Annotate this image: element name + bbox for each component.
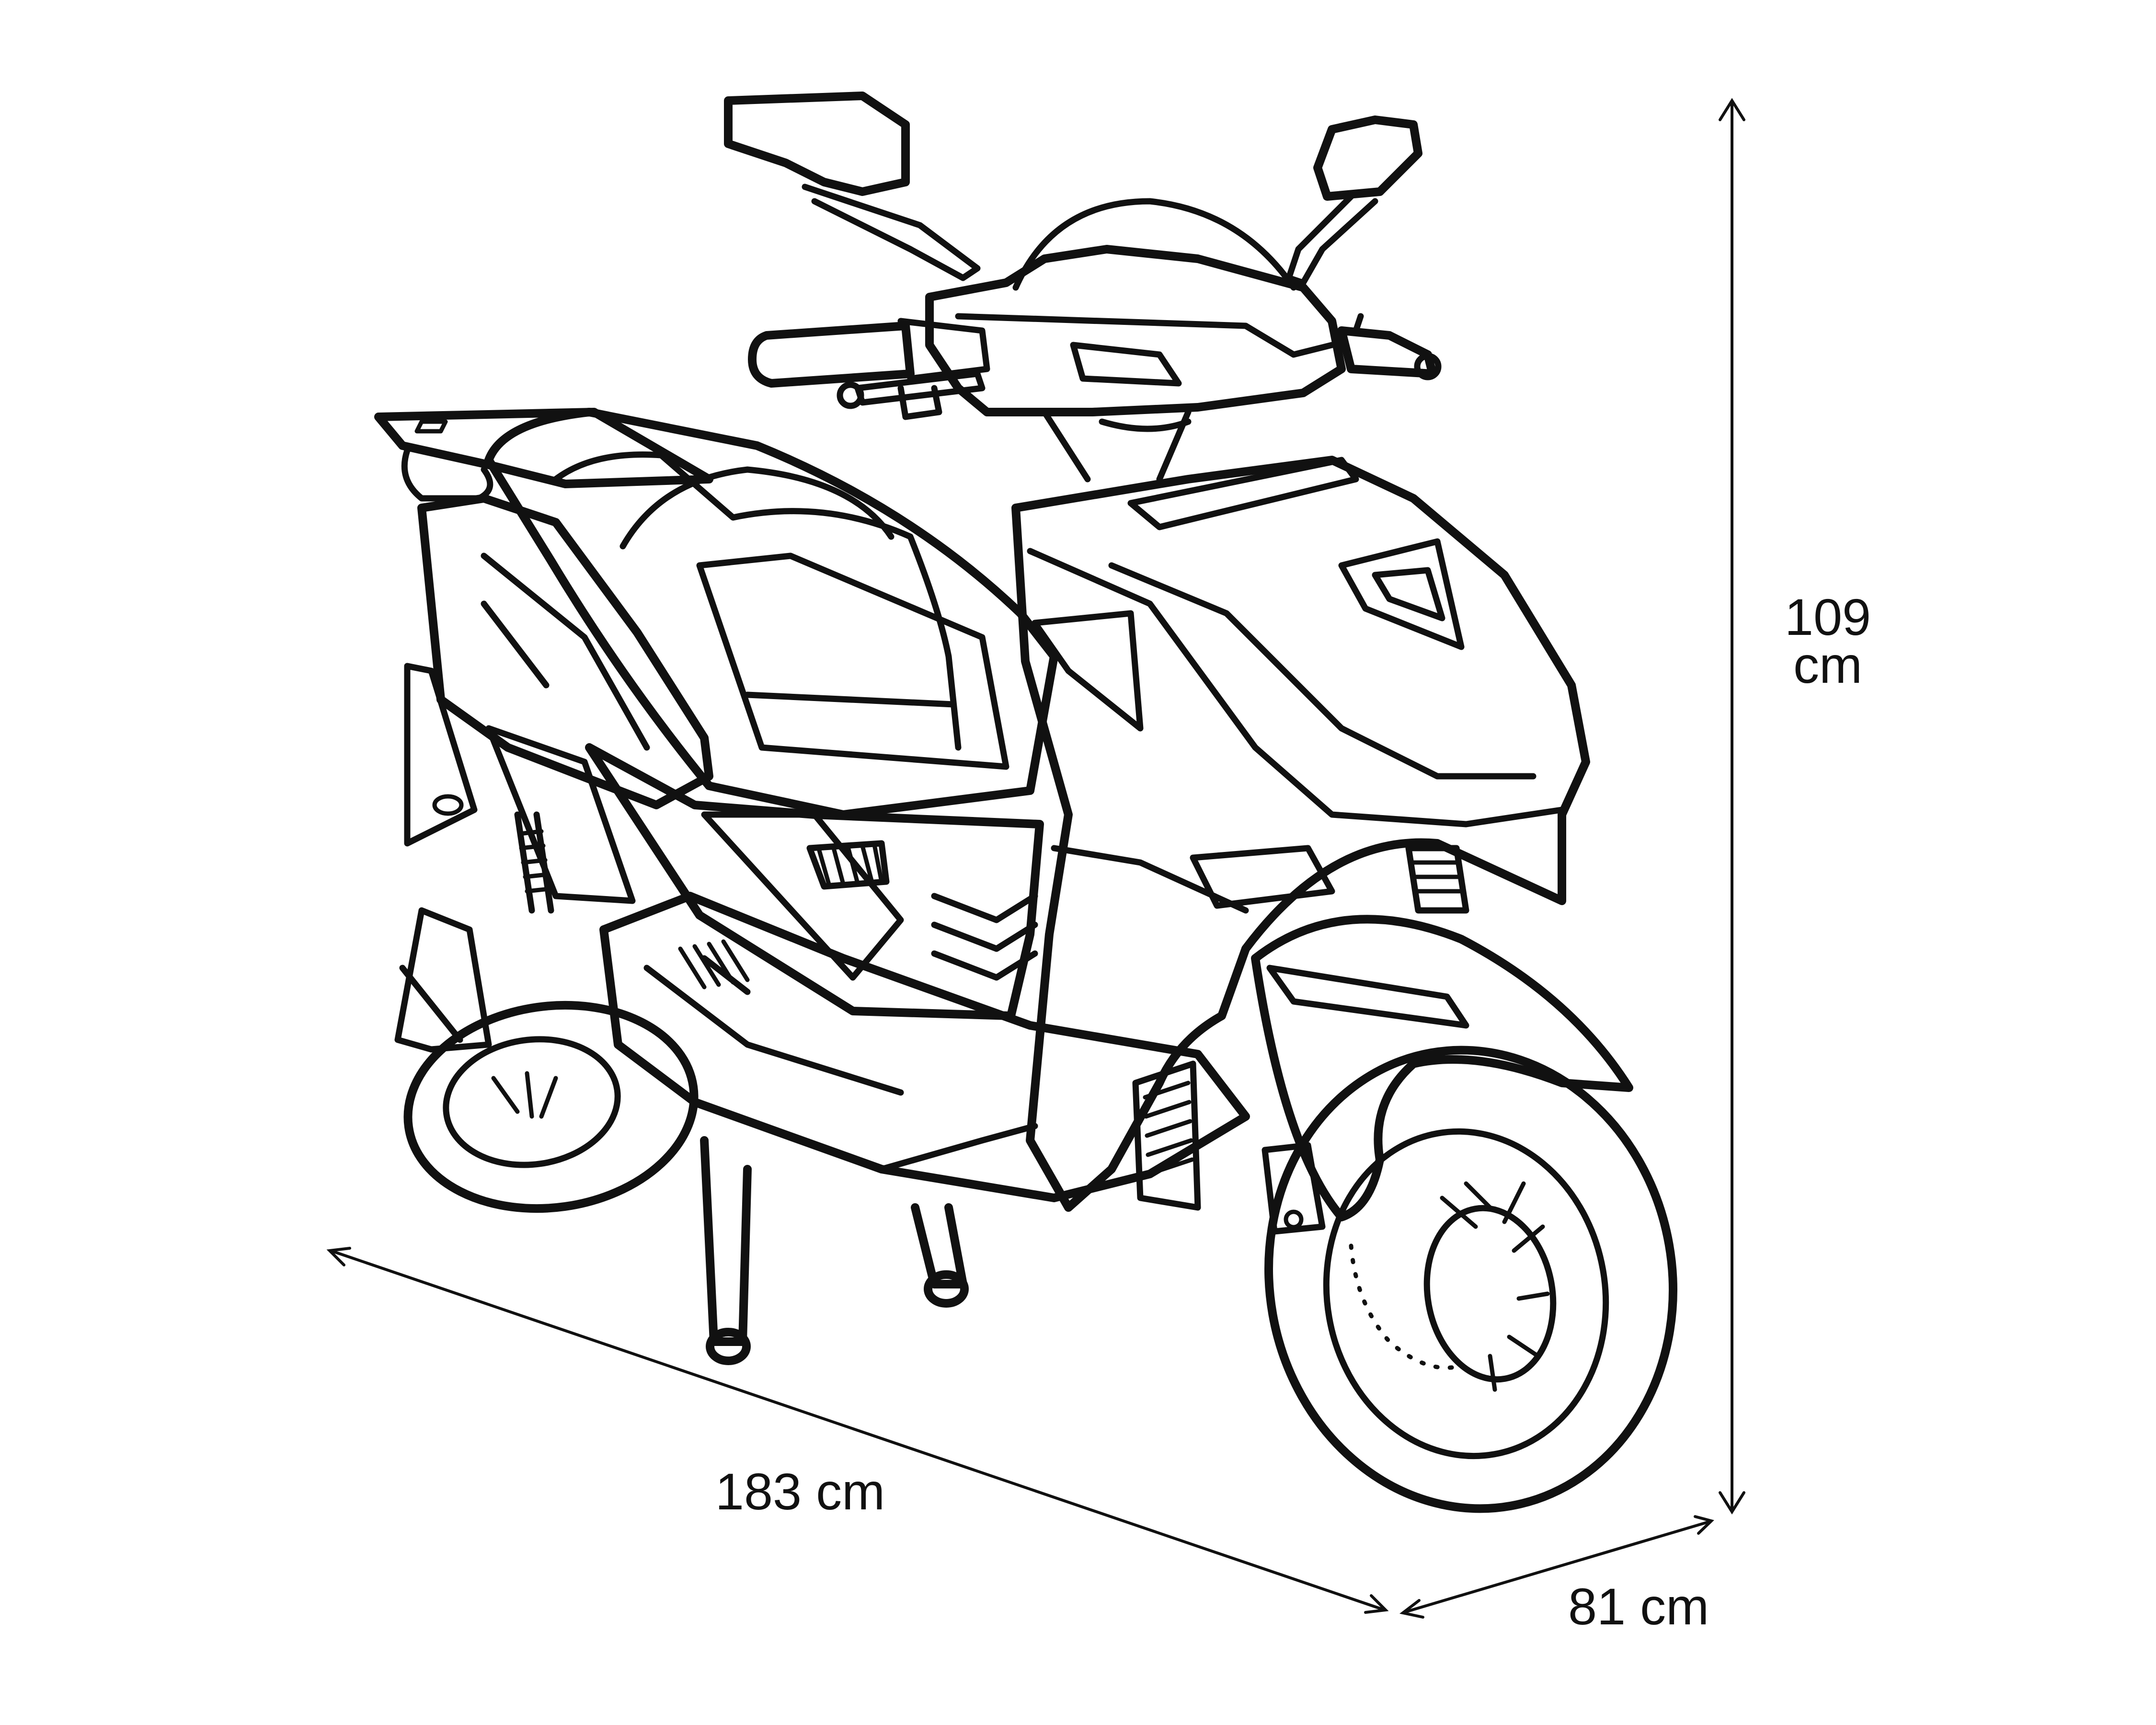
rear-panel-lines	[481, 552, 650, 751]
left-mirror	[724, 92, 981, 281]
license-plate-holder	[404, 663, 478, 847]
front-wheel	[1264, 1046, 1677, 1513]
length-label: 183 cm	[715, 1462, 885, 1520]
seat	[484, 408, 1058, 819]
left-grip	[748, 318, 990, 420]
side-reflector-panel	[485, 725, 636, 904]
width-dimension-line	[1399, 1515, 1714, 1619]
width-label: 81 cm	[1568, 1577, 1709, 1635]
handlebar-assembly	[925, 198, 1346, 483]
rear-shock	[514, 811, 554, 914]
side-trim	[585, 743, 1044, 1020]
fender-stripe	[1266, 965, 1469, 1029]
plate-bolt	[432, 794, 464, 816]
front-body	[878, 456, 1590, 1212]
grab-handle	[401, 447, 493, 502]
center-stand	[700, 1136, 969, 1365]
floor-vent	[678, 939, 750, 989]
height-label-unit: cm	[1793, 636, 1862, 694]
rear-body-panel	[417, 494, 713, 809]
caliper-bolt	[1284, 1209, 1304, 1230]
scooter-drawing	[374, 92, 1677, 1513]
rear-wheel	[403, 1000, 699, 1213]
mid-vent-slats	[1143, 1081, 1194, 1176]
rear-light	[414, 419, 448, 434]
height-dimension-line	[1719, 98, 1745, 1515]
floorboard-lines	[643, 955, 904, 1096]
length-dimension-line	[326, 1247, 1389, 1614]
right-grip	[1337, 313, 1442, 380]
rear-mudguard	[394, 907, 492, 1053]
mid-vent	[1132, 1060, 1201, 1211]
front-shock	[1405, 845, 1469, 914]
brake-caliper	[1261, 1142, 1326, 1235]
height-label-value: 109	[1785, 588, 1871, 646]
right-mirror	[1285, 115, 1422, 286]
front-fender	[1251, 915, 1633, 1221]
mudguard-crease	[399, 965, 463, 1043]
